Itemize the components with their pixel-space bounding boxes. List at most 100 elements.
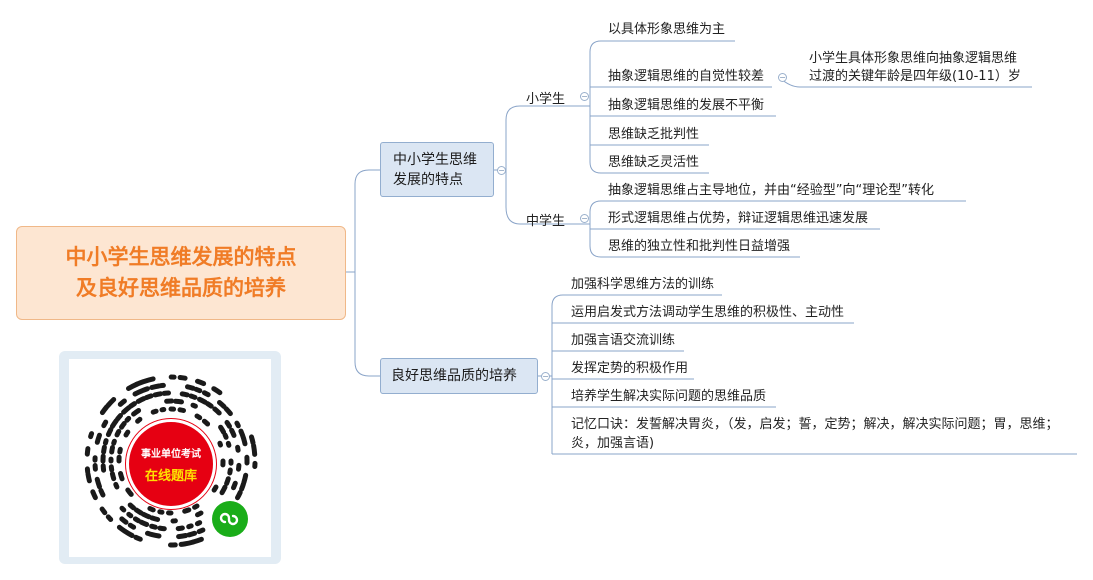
qr-dot xyxy=(150,408,159,415)
collapse-toggle-icon[interactable]: − xyxy=(580,92,589,101)
qr-dot xyxy=(101,419,109,429)
qr-dot xyxy=(241,437,248,447)
leaf-quality-1[interactable]: 加强科学思维方法的训练 xyxy=(571,277,715,292)
branch-development-characteristics[interactable]: 中小学生思维 发展的特点 xyxy=(380,142,494,197)
qr-dot xyxy=(138,519,150,527)
qr-dot xyxy=(192,503,200,510)
leaf-middle-2[interactable]: 形式逻辑思维占优势，辩证逻辑思维迅速发展 xyxy=(608,211,869,226)
qr-dot xyxy=(235,444,241,453)
qr-dot xyxy=(84,446,91,457)
qr-dot xyxy=(133,507,144,516)
qr-dot xyxy=(194,413,203,421)
qr-dot xyxy=(231,480,238,491)
root-title-line2: 及良好思维品质的培养 xyxy=(76,276,286,300)
qr-dot xyxy=(185,384,196,391)
branch-good-thinking-quality[interactable]: 良好思维品质的培养 xyxy=(380,358,538,394)
qr-label-line2: 在线题库 xyxy=(144,468,197,484)
qr-dot xyxy=(222,432,229,440)
qr-dot xyxy=(126,511,134,519)
qr-dot xyxy=(117,398,127,407)
qr-dot xyxy=(125,487,134,497)
qr-dot xyxy=(149,515,161,522)
qr-dot xyxy=(119,505,127,513)
collapse-toggle-icon[interactable]: − xyxy=(541,372,550,381)
qr-dot xyxy=(98,487,106,498)
qr-dot xyxy=(201,418,211,427)
qr-dot xyxy=(124,415,132,423)
leaf-quality-2[interactable]: 运用启发式方法调动学生思维的积极性、主动性 xyxy=(571,305,845,320)
qr-dot xyxy=(135,396,147,404)
qr-dot xyxy=(190,402,198,409)
root-topic[interactable]: 中小学生思维发展的特点 及良好思维品质的培养 xyxy=(16,226,346,320)
qr-dot xyxy=(118,471,125,482)
note-critical-age-line2[interactable]: 过渡的关键年龄是四年级(10-11）岁 xyxy=(809,69,1021,84)
qr-dot xyxy=(176,533,189,540)
leaf-quality-5[interactable]: 培养学生解决实际问题的思维品质 xyxy=(571,389,767,404)
leaf-quality-4[interactable]: 发挥定势的积极作用 xyxy=(571,361,689,376)
qr-dot xyxy=(142,376,156,384)
collapse-toggle-icon[interactable]: − xyxy=(580,214,589,223)
qr-dot xyxy=(186,530,198,538)
qr-dot xyxy=(90,489,98,501)
qr-dot xyxy=(152,391,163,398)
branch1-line2: 发展的特点 xyxy=(393,172,463,188)
qr-dot xyxy=(144,393,154,401)
note-critical-age-line1[interactable]: 小学生具体形象思维向抽象逻辑思维 xyxy=(809,51,1018,66)
qr-dot xyxy=(175,525,185,532)
qr-dot xyxy=(114,428,122,438)
qr-dot xyxy=(135,416,143,424)
qr-dot xyxy=(177,407,186,413)
qr-dot xyxy=(219,484,228,496)
leaf-primary-3[interactable]: 抽象逻辑思维的发展不平衡 xyxy=(608,98,765,113)
qr-dot xyxy=(101,444,107,455)
root-title-line1: 中小学生思维发展的特点 xyxy=(65,245,297,269)
qr-dot xyxy=(217,440,223,448)
qr-dot xyxy=(109,418,119,429)
subtopic-middle-students[interactable]: 中学生 xyxy=(526,214,566,229)
qr-dot xyxy=(149,383,162,390)
branch1-line1: 中小学生思维 xyxy=(393,152,477,168)
leaf-primary-4[interactable]: 思维缺乏批判性 xyxy=(608,127,700,142)
mini-program-logo-icon xyxy=(219,512,239,526)
qr-dot xyxy=(109,471,117,482)
qr-dot xyxy=(115,413,123,422)
qr-dot xyxy=(105,397,117,409)
qr-dot xyxy=(251,443,258,457)
leaf-middle-3[interactable]: 思维的独立性和批判性日益增强 xyxy=(608,239,791,254)
qr-dot xyxy=(177,375,188,381)
leaf-primary-5[interactable]: 思维缺乏灵活性 xyxy=(608,155,700,170)
qr-dot xyxy=(147,506,156,513)
qr-dot xyxy=(102,438,109,446)
qr-dot xyxy=(229,427,237,438)
qr-dot xyxy=(99,404,110,416)
qr-dot xyxy=(123,429,131,438)
qr-dot xyxy=(133,379,146,387)
qr-dot xyxy=(205,401,214,409)
qr-dot xyxy=(111,438,117,446)
qr-dot xyxy=(149,523,158,530)
leaf-middle-1[interactable]: 抽象逻辑思维占主导地位，并由“经验型”向“理论型”转化 xyxy=(608,183,934,198)
qr-dot xyxy=(224,419,232,429)
collapse-toggle-icon[interactable]: − xyxy=(778,73,787,82)
leaf-quality-3[interactable]: 加强言语交流训练 xyxy=(571,333,676,348)
qr-dot xyxy=(127,522,137,530)
leaf-primary-1[interactable]: 以具体形象思维为主 xyxy=(608,22,726,37)
qr-dot xyxy=(193,386,203,394)
qr-dot xyxy=(85,471,92,484)
qr-dot xyxy=(227,467,233,476)
qr-dot xyxy=(179,391,190,398)
qr-dot xyxy=(113,481,120,490)
qr-dot xyxy=(105,514,114,522)
qr-dot xyxy=(211,386,223,396)
qr-dot xyxy=(132,516,141,524)
qr-dot xyxy=(127,502,137,511)
leaf-mnemonic[interactable]: 记忆口诀：发誓解决胃炎，（发，启发；誓，定势；解决，解决实际问题；胃，思维；炎，… xyxy=(571,417,1059,451)
collapse-toggle-icon[interactable]: − xyxy=(497,166,506,175)
qr-dot xyxy=(133,534,143,542)
subtopic-primary-students[interactable]: 小学生 xyxy=(526,92,566,107)
qr-dot xyxy=(223,406,233,417)
qr-dot xyxy=(239,481,246,492)
leaf-primary-2[interactable]: 抽象逻辑思维的自觉性较差 xyxy=(608,69,765,84)
